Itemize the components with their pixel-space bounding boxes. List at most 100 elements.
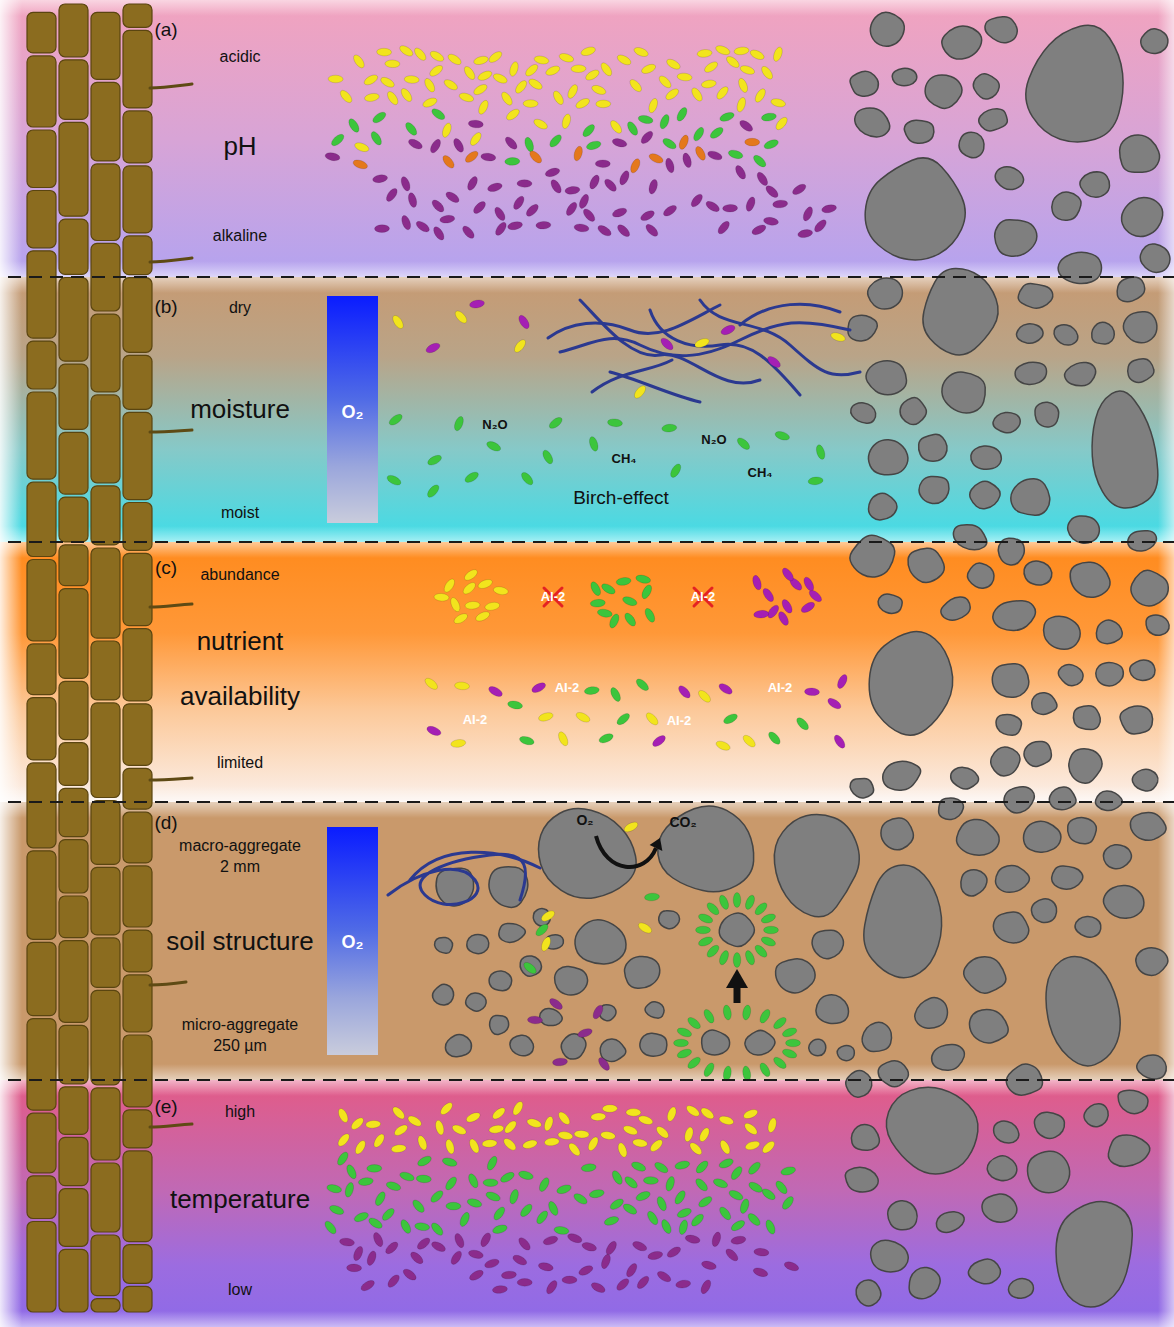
signal-label: AI-2 <box>768 681 793 696</box>
bacterium <box>573 145 584 161</box>
bacterium <box>758 1061 772 1078</box>
soil-particle <box>957 819 1000 855</box>
bacterium <box>701 1260 717 1271</box>
bacterium <box>770 97 786 108</box>
bacterium <box>339 1237 355 1246</box>
soil-particle <box>996 714 1021 735</box>
root-cell <box>123 768 152 809</box>
bacterium <box>720 323 737 336</box>
soil-particle <box>968 1259 1000 1284</box>
soil-particle <box>561 1034 586 1059</box>
root-cell <box>59 840 88 893</box>
soil-particle <box>1044 616 1081 649</box>
soil-particle <box>982 1194 1017 1222</box>
bacterium <box>747 1180 764 1194</box>
bacterium <box>399 175 411 192</box>
soil-particle <box>1123 312 1157 343</box>
bacterium <box>714 44 731 57</box>
root-cell <box>59 941 88 1023</box>
bacterium <box>753 87 767 104</box>
bacterium <box>699 1278 713 1295</box>
bacterium <box>753 943 769 959</box>
bacterium <box>603 1215 620 1227</box>
bacterium <box>432 225 446 242</box>
bacterium <box>681 152 693 169</box>
bacterium <box>767 1117 778 1133</box>
bacterium <box>468 120 484 129</box>
root-cell <box>27 56 56 127</box>
root-hair <box>150 778 192 780</box>
bacterium <box>387 412 404 427</box>
bacterium <box>599 61 614 78</box>
bacterium <box>666 1245 683 1259</box>
root-hair <box>150 1124 192 1127</box>
bacterium <box>637 114 653 125</box>
bacterium <box>623 611 638 628</box>
bacterium <box>715 739 732 752</box>
bacterium <box>749 48 766 61</box>
soil-particle <box>1049 787 1076 810</box>
bacterium <box>328 1204 345 1217</box>
bacterium <box>716 219 731 235</box>
bacterium <box>518 1202 534 1218</box>
bacterium <box>718 1157 735 1170</box>
axis-end-label: alkaline <box>213 227 267 245</box>
soil-particle <box>1026 25 1123 142</box>
soil-particle <box>851 1125 879 1151</box>
bacterium <box>585 140 602 152</box>
soil-particle <box>774 814 859 916</box>
soil-particle <box>1052 866 1083 889</box>
bacterium <box>556 1110 571 1126</box>
bacterium <box>493 206 507 223</box>
soil-particle <box>1046 957 1120 1066</box>
soil-particle <box>1096 663 1124 686</box>
bacterium <box>634 677 650 693</box>
soil-particle <box>1011 479 1050 516</box>
bacterium <box>487 685 504 699</box>
bacterium <box>450 739 466 749</box>
soil-particle <box>812 930 843 959</box>
soil-particle <box>1056 1201 1132 1307</box>
root-cell <box>27 644 56 695</box>
bacterium <box>467 1172 480 1189</box>
bacterium <box>507 220 523 231</box>
root-cell <box>123 866 152 927</box>
bacterium <box>812 218 828 234</box>
factor-label: nutrient availability <box>165 614 315 724</box>
bacterium <box>772 1055 788 1070</box>
bacterium <box>719 111 736 123</box>
bacterium <box>371 110 388 125</box>
respiration-arrow <box>596 836 656 867</box>
root-hair <box>150 604 192 607</box>
bacterium <box>742 1004 752 1020</box>
root-cells <box>27 4 152 1312</box>
bacterium <box>577 1264 594 1277</box>
bacterium <box>466 175 480 192</box>
bacterium <box>664 87 681 102</box>
bacterium <box>728 1188 745 1202</box>
axis-end-label: limited <box>217 754 263 772</box>
soil-particle <box>1024 561 1052 585</box>
bacterium <box>772 200 788 209</box>
bacterium <box>425 341 442 354</box>
bacterium <box>697 935 714 948</box>
root-cell <box>91 990 120 1084</box>
bacterium <box>600 582 617 596</box>
bacterium <box>781 1047 798 1059</box>
bacterium <box>637 1114 654 1126</box>
bacterium <box>380 1206 396 1222</box>
bacterium <box>696 926 711 934</box>
soil-particle <box>545 935 564 949</box>
bacterium <box>618 170 631 187</box>
bacterium <box>596 223 613 237</box>
bacterium <box>718 1139 732 1156</box>
soil-particle <box>964 957 1006 993</box>
root-cell <box>91 641 120 700</box>
bacterium <box>434 593 450 602</box>
soil-particle <box>1118 1090 1148 1113</box>
bacterium <box>705 901 721 917</box>
bacterium <box>352 1245 365 1262</box>
soil-particle <box>995 865 1029 892</box>
soil-particle <box>979 109 1008 131</box>
bacterium <box>544 166 561 178</box>
